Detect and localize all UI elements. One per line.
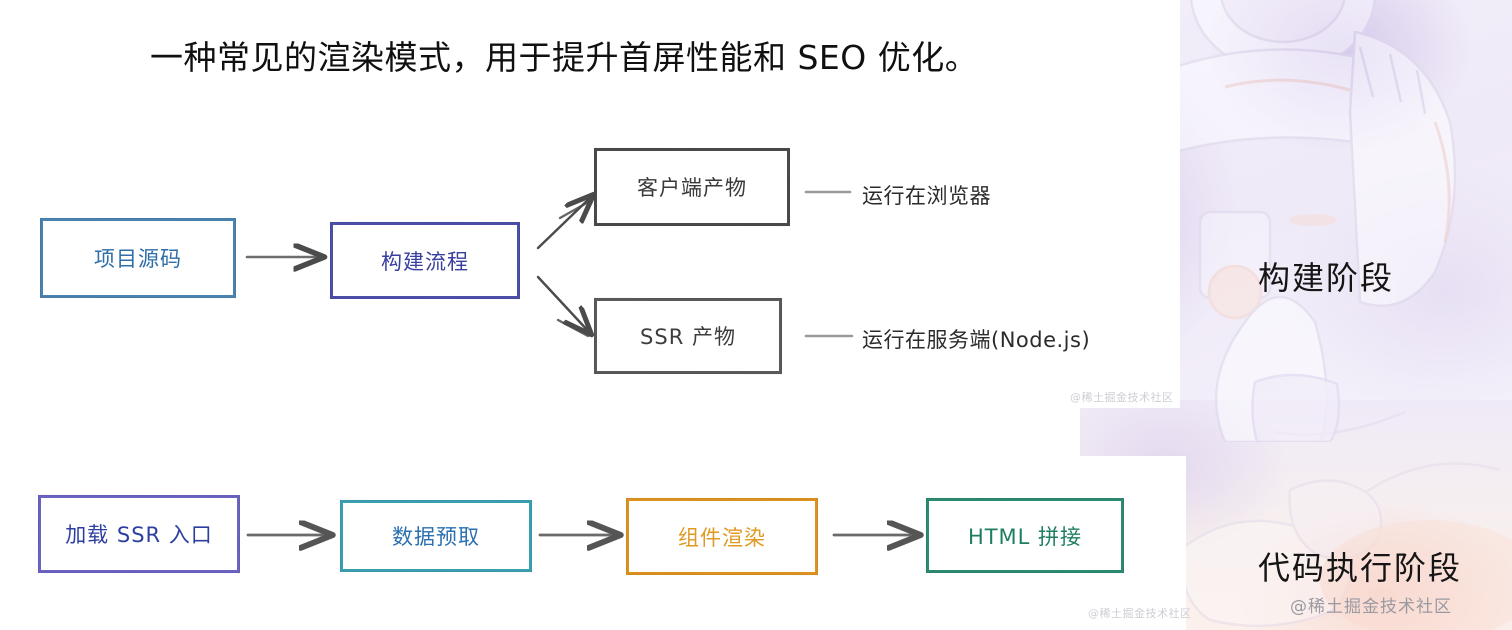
node-component-render[interactable]: 组件渲染 <box>626 498 818 575</box>
stage-caption-execute: 代码执行阶段 <box>1258 543 1462 589</box>
node-html-assembly-label: HTML 拼接 <box>967 524 1083 549</box>
stage-caption-execute-text: 代码执行阶段 <box>1258 549 1463 587</box>
watermark-main: @稀土掘金技术社区 <box>1290 597 1452 617</box>
page-title: 一种常见的渲染模式，用于提升首屏性能和 SEO 优化。 <box>150 38 979 77</box>
watermark-faint-top: @稀土掘金技术社区 <box>1070 391 1174 404</box>
node-data-prefetch[interactable]: 数据预取 <box>340 500 532 572</box>
watermark-faint-bottom: @稀土掘金技术社区 <box>1088 607 1192 620</box>
node-build-label: 构建流程 <box>381 249 469 274</box>
node-ssr-bundle-label: SSR 产物 <box>640 325 736 349</box>
annotation-client-runtime-text: 运行在浏览器 <box>862 184 991 208</box>
node-data-prefetch-label: 数据预取 <box>392 525 480 549</box>
node-source-label: 项目源码 <box>94 247 182 271</box>
node-load-ssr-entry-label: 加载 SSR 入口 <box>65 523 213 547</box>
stage-caption-build: 构建阶段 <box>1258 253 1394 299</box>
annotation-server-runtime-text: 运行在服务端(Node.js) <box>862 328 1091 352</box>
annotation-client-runtime: 运行在浏览器 <box>862 180 991 210</box>
node-component-render-label: 组件渲染 <box>678 525 766 550</box>
node-build[interactable]: 构建流程 <box>330 222 520 299</box>
node-client-bundle[interactable]: 客户端产物 <box>594 148 790 226</box>
node-client-bundle-label: 客户端产物 <box>637 176 747 200</box>
annotation-server-runtime: 运行在服务端(Node.js) <box>862 324 1090 354</box>
node-html-assembly[interactable]: HTML 拼接 <box>926 498 1124 573</box>
content-panel-gap <box>0 408 1080 456</box>
node-source[interactable]: 项目源码 <box>40 218 236 298</box>
node-load-ssr-entry[interactable]: 加载 SSR 入口 <box>38 495 240 573</box>
stage-caption-build-text: 构建阶段 <box>1258 259 1395 297</box>
node-ssr-bundle[interactable]: SSR 产物 <box>594 298 782 374</box>
